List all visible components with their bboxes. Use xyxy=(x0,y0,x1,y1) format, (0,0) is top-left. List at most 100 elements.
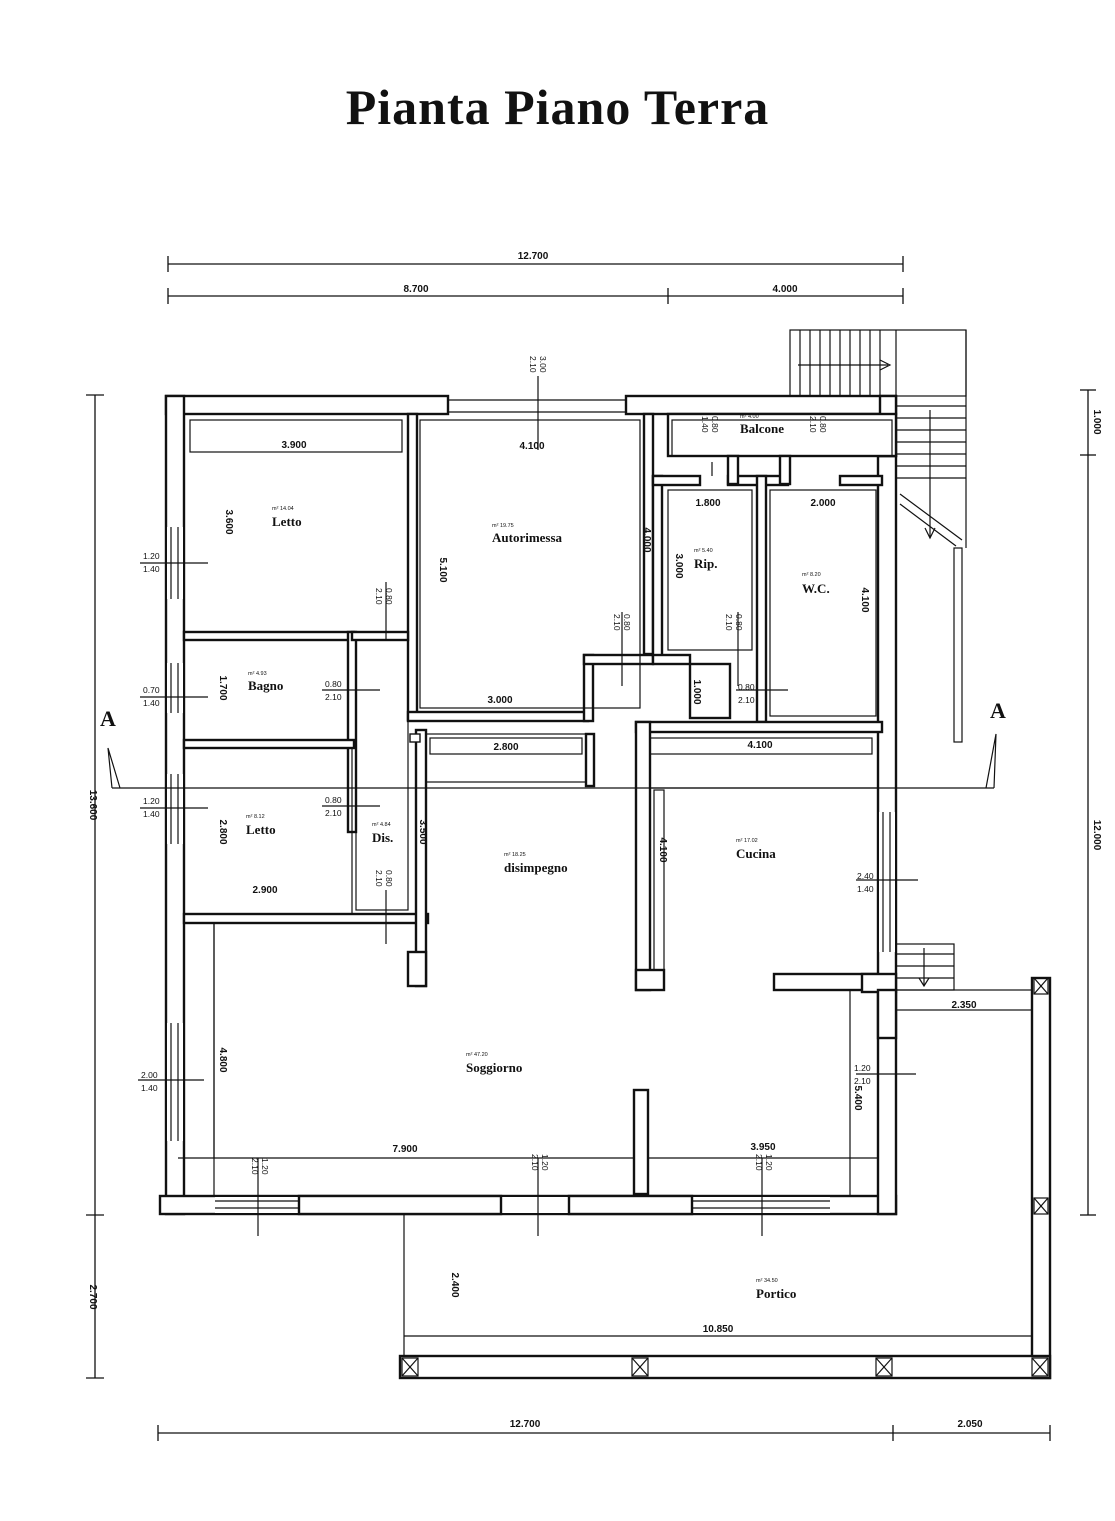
left-windows xyxy=(167,527,183,1141)
autorimessa-area: m² 19.75 xyxy=(492,523,514,529)
rip-name: Rip. xyxy=(694,556,717,571)
soggiorno-name: Soggiorno xyxy=(466,1060,522,1075)
rip-width: 1.800 xyxy=(695,498,720,509)
opening-d1-w: 0.80 xyxy=(325,679,342,689)
opening-s2-w: 1.20 xyxy=(540,1154,550,1171)
cucina-width: 4.100 xyxy=(747,740,772,751)
opening-g1-h: 2.10 xyxy=(528,356,538,373)
autorimessa-width: 4.100 xyxy=(519,441,544,452)
section-line xyxy=(107,733,997,789)
dim-top-total: 12.700 xyxy=(518,251,549,262)
opening-d5-h: 2.10 xyxy=(374,870,384,887)
opening-s3-w: 1.20 xyxy=(764,1154,774,1171)
opening-b1-w: 0.80 xyxy=(710,416,720,433)
opening-o5-h: 1.40 xyxy=(857,884,874,894)
balcone-name: Balcone xyxy=(740,421,784,436)
disimpegno-area: m² 18.25 xyxy=(504,852,526,858)
dim-left-bottom: 2.700 xyxy=(87,1284,98,1309)
wc-area: m² 8.20 xyxy=(802,572,821,578)
opening-d2-w: 0.80 xyxy=(325,795,342,805)
dim-right-top: 1.000 xyxy=(1091,409,1102,434)
opening-d5-w: 0.80 xyxy=(384,870,394,887)
exterior-stairs xyxy=(789,329,967,743)
opening-o1-h: 1.40 xyxy=(143,564,160,574)
dim-bottom-main: 12.700 xyxy=(510,1419,541,1430)
opening-o6-h: 2.10 xyxy=(854,1076,871,1086)
autorimessa-width-2: 3.000 xyxy=(487,695,512,706)
opening-s1-w: 1.20 xyxy=(260,1158,270,1175)
cucina-height: 4.100 xyxy=(657,837,668,862)
opening-d7-w: 0.80 xyxy=(734,614,744,631)
dis-name: Dis. xyxy=(372,830,393,845)
portico-structure xyxy=(398,976,1052,1380)
interior-walls xyxy=(178,412,898,1197)
bagno-area: m² 4.93 xyxy=(248,671,267,677)
opening-o2-h: 1.40 xyxy=(143,698,160,708)
opening-labels: 1.20 1.40 0.70 1.40 1.20 1.40 2.00 1.40 … xyxy=(141,356,874,1175)
portico-width: 10.850 xyxy=(703,1324,734,1335)
section-label-right: A xyxy=(990,698,1006,723)
portico-name: Portico xyxy=(756,1286,796,1301)
opening-d4-h: 2.10 xyxy=(374,588,384,605)
dim-top-left: 8.700 xyxy=(403,284,428,295)
section-label-left: A xyxy=(100,706,116,731)
cucina-area: m² 17.02 xyxy=(736,838,758,844)
wc-height-2: 1.000 xyxy=(691,679,702,704)
opening-b1-h: 1.40 xyxy=(700,416,710,433)
autorimessa-height-2: 4.000 xyxy=(641,527,652,552)
opening-o3-h: 1.40 xyxy=(143,809,160,819)
dim-right-total: 12.000 xyxy=(1091,820,1102,851)
letto2-name: Letto xyxy=(246,822,276,837)
wc-height: 4.100 xyxy=(859,587,870,612)
opening-b2-h: 2.10 xyxy=(808,416,818,433)
soggiorno-height: 4.800 xyxy=(217,1047,228,1072)
portico-height: 2.400 xyxy=(449,1272,460,1297)
opening-d1-h: 2.10 xyxy=(325,692,342,702)
opening-d2-h: 2.10 xyxy=(325,808,342,818)
letto2-width: 2.900 xyxy=(252,885,277,896)
dis-height: 3.500 xyxy=(417,819,428,844)
opening-o4-h: 1.40 xyxy=(141,1083,158,1093)
opening-o2-w: 0.70 xyxy=(143,685,160,695)
exterior-walls xyxy=(158,394,898,1216)
portico-width-2: 2.350 xyxy=(951,1000,976,1011)
bagno-height: 1.700 xyxy=(217,675,228,700)
dim-bottom-extra: 2.050 xyxy=(957,1419,982,1430)
disimpegno-name: disimpegno xyxy=(504,860,568,875)
rip-height: 3.000 xyxy=(673,553,684,578)
letto1-height: 3.600 xyxy=(223,509,234,534)
soggiorno-area: m² 47.20 xyxy=(466,1052,488,1058)
cucina-name: Cucina xyxy=(736,846,776,861)
opening-o3-w: 1.20 xyxy=(143,796,160,806)
opening-s1-h: 2.10 xyxy=(250,1158,260,1175)
letto1-name: Letto xyxy=(272,514,302,529)
wc-name: W.C. xyxy=(802,581,830,596)
soggiorno-width: 7.900 xyxy=(392,1144,417,1155)
letto2-height: 2.800 xyxy=(217,819,228,844)
opening-s3-h: 2.10 xyxy=(754,1154,764,1171)
opening-d6-w: 0.80 xyxy=(622,614,632,631)
soggiorno-height-2: 5.400 xyxy=(852,1085,863,1110)
dim-left-total: 13.600 xyxy=(87,790,98,821)
opening-d3-w: 0.80 xyxy=(738,682,755,692)
opening-o1-w: 1.20 xyxy=(143,551,160,561)
opening-o5-w: 2.40 xyxy=(857,871,874,881)
dimension-lines xyxy=(86,256,1096,1441)
opening-o6-w: 1.20 xyxy=(854,1063,871,1073)
opening-o4-w: 2.00 xyxy=(141,1070,158,1080)
letto1-width: 3.900 xyxy=(281,440,306,451)
autorimessa-name: Autorimessa xyxy=(492,530,563,545)
letto1-area: m² 14.04 xyxy=(272,506,294,512)
opening-d3-h: 2.10 xyxy=(738,695,755,705)
opening-s2-h: 2.10 xyxy=(530,1154,540,1171)
autorimessa-height: 5.100 xyxy=(437,557,448,582)
soggiorno-width-2: 3.950 xyxy=(750,1142,775,1153)
bagno-name: Bagno xyxy=(248,678,283,693)
autorimessa-width-3: 2.800 xyxy=(493,742,518,753)
opening-g1-w: 3.00 xyxy=(538,356,548,373)
balcone-area: m² 4.00 xyxy=(740,414,759,420)
letto2-area: m² 8.12 xyxy=(246,814,265,820)
wc-width: 2.000 xyxy=(810,498,835,509)
page-title: Pianta Piano Terra xyxy=(345,79,770,135)
